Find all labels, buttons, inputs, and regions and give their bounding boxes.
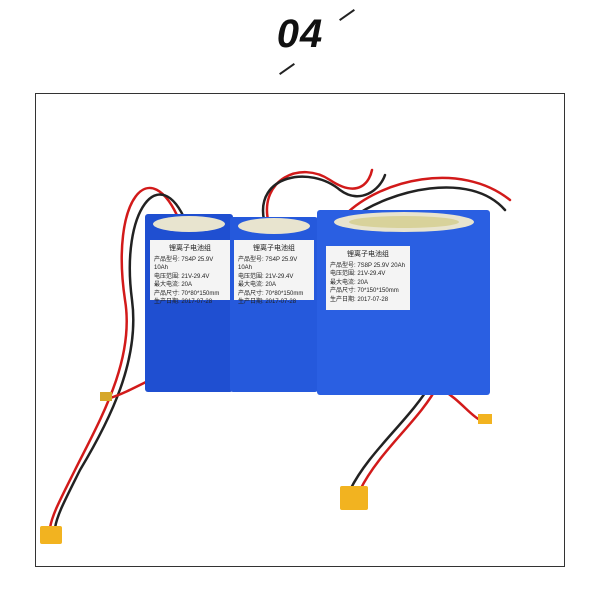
label-model: 产品型号: 7S4P 25.9V 10Ah <box>154 256 214 272</box>
connector <box>478 414 492 424</box>
label-size: 产品尺寸: 70*150*150mm <box>330 288 399 294</box>
wire <box>343 176 512 217</box>
label-model: 产品型号: 7S8P 25.9V 20Ah <box>330 262 405 269</box>
label-size: 产品尺寸: 70*80*150mm <box>238 290 304 297</box>
connector <box>100 392 112 401</box>
label-date: 生产日期: 2017-07-28 <box>154 299 213 305</box>
wire <box>261 173 387 222</box>
label-voltage: 电压范围: 21V-29.4V <box>238 273 294 280</box>
label-current: 最大电流: 20A <box>238 282 277 288</box>
xt60-connector <box>340 486 368 510</box>
label-model: 产品型号: 7S4P 25.9V 10Ah <box>238 256 298 272</box>
label-current: 最大电流: 20A <box>330 279 369 286</box>
battery-label: 锂离子电池组 产品型号: 7S4P 25.9V 10Ah 电压范围: 21V-2… <box>150 240 230 305</box>
wire <box>348 380 434 492</box>
wire <box>358 383 440 492</box>
section-number: 04 <box>276 12 324 56</box>
battery-label: 锂离子电池组 产品型号: 7S8P 25.9V 20Ah 电压范围: 21V-2… <box>326 246 410 310</box>
label-current: 最大电流: 20A <box>154 282 193 288</box>
label-title: 锂离子电池组 <box>253 245 295 252</box>
xt60-connector <box>40 526 62 544</box>
label-date: 生产日期: 2017-07-28 <box>330 296 389 303</box>
wire <box>48 186 182 530</box>
label-size: 产品尺寸: 70*80*150mm <box>154 290 220 297</box>
label-title: 锂离子电池组 <box>169 245 211 252</box>
wire <box>265 168 374 222</box>
wire <box>53 193 188 530</box>
label-date: 生产日期: 2017-07-28 <box>238 299 297 305</box>
label-voltage: 电压范围: 21V-29.4V <box>154 273 210 280</box>
label-voltage: 电压范围: 21V-29.4V <box>330 271 386 277</box>
battery-label: 锂离子电池组 产品型号: 7S4P 25.9V 10Ah 电压范围: 21V-2… <box>234 240 314 305</box>
wire <box>350 186 507 220</box>
label-title: 锂离子电池组 <box>347 251 389 258</box>
